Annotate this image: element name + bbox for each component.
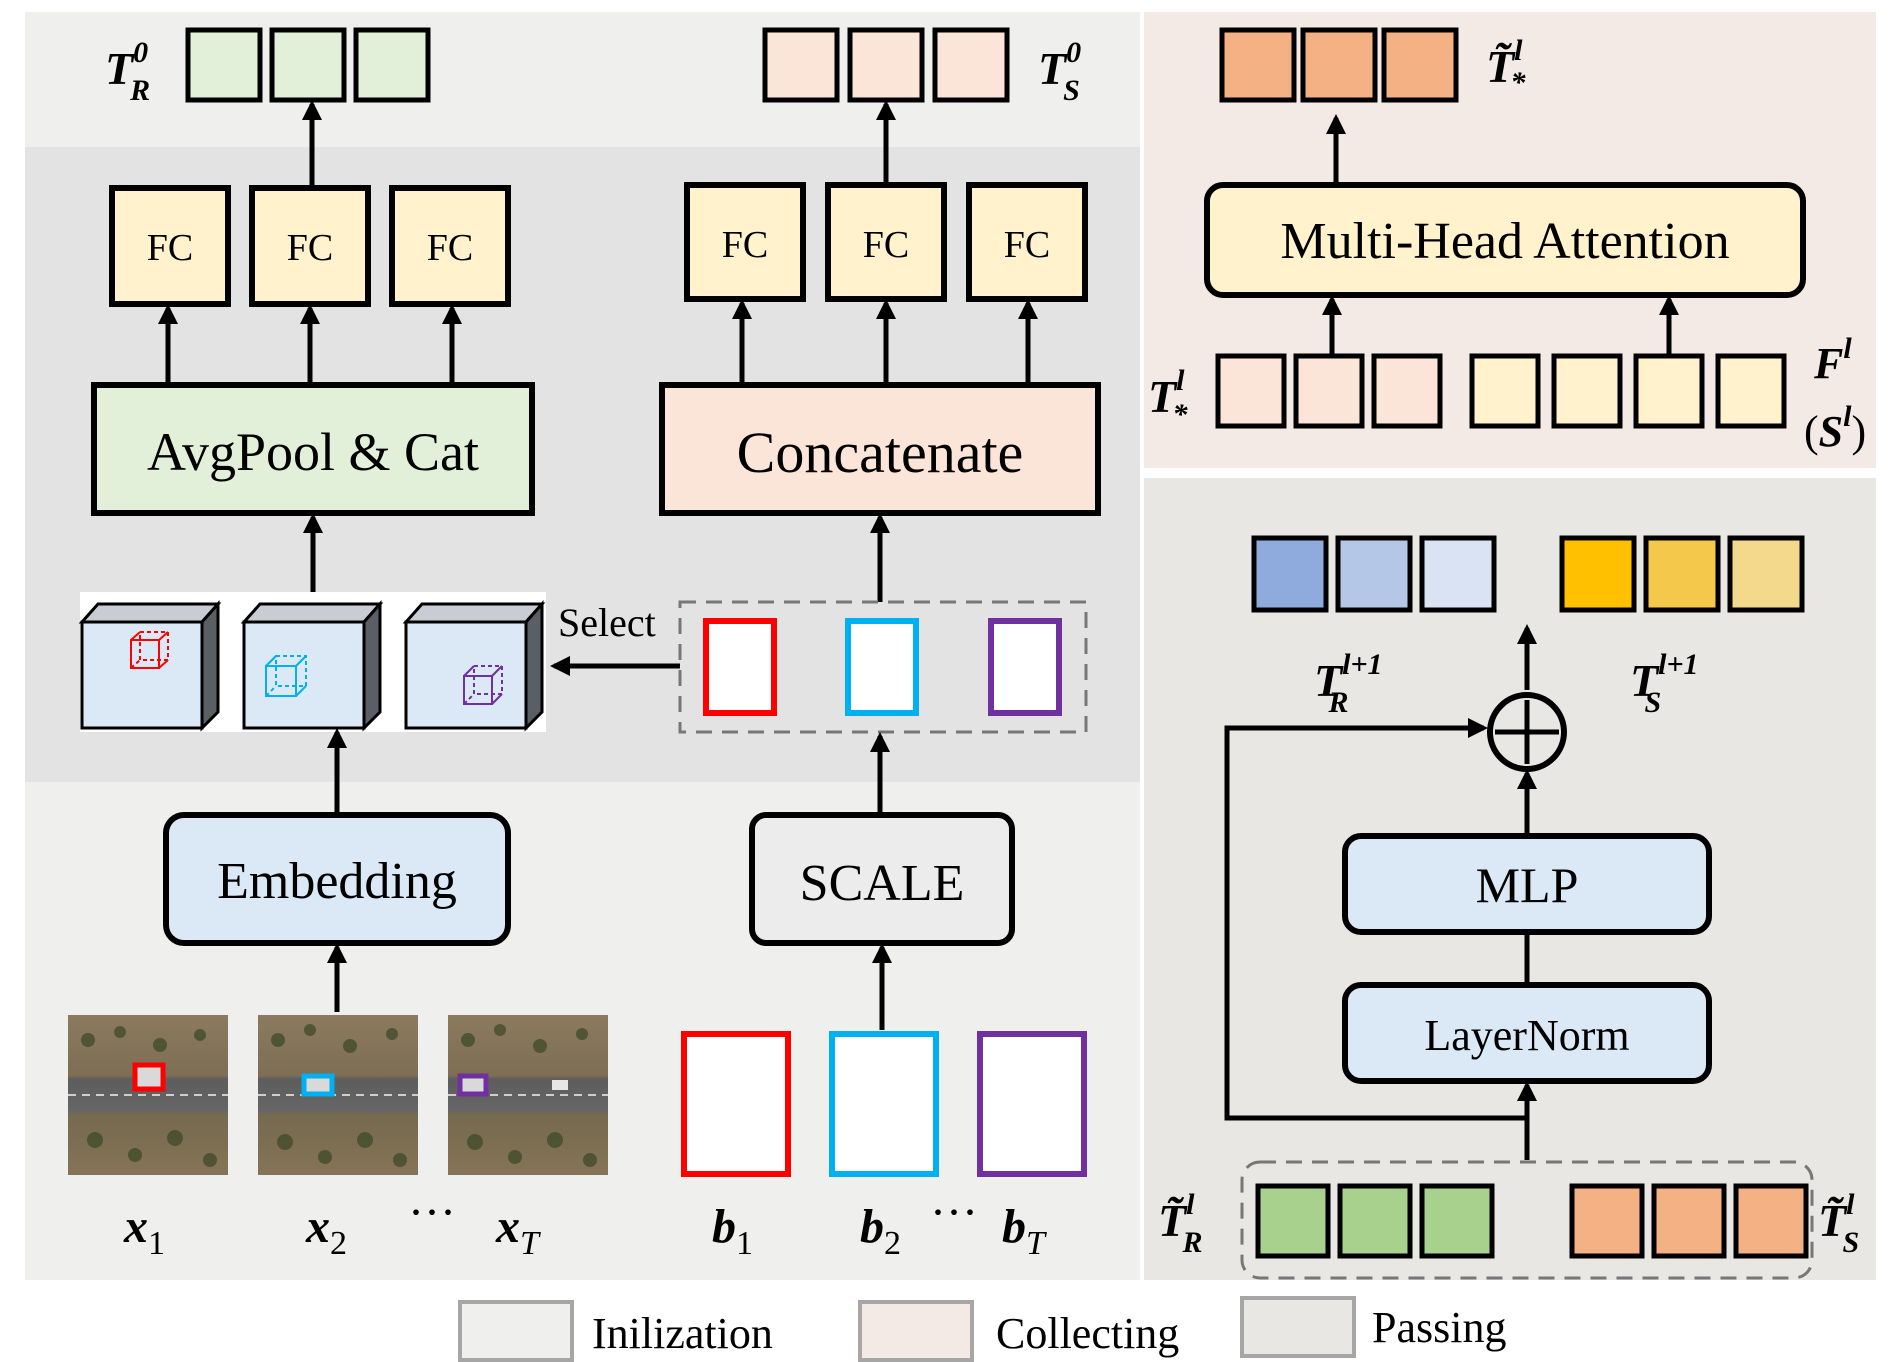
layernorm-box: LayerNorm <box>1342 982 1712 1084</box>
frame-image <box>448 1015 608 1175</box>
mlp-box: MLP <box>1342 833 1712 935</box>
fc-box: FC <box>684 182 806 302</box>
fc-box: FC <box>249 185 371 307</box>
svg-text:FC: FC <box>287 227 333 269</box>
selected-box-purple <box>988 618 1062 716</box>
svg-text:FC: FC <box>863 224 909 266</box>
feature-cube <box>78 600 222 732</box>
fc-box: FC <box>109 185 231 307</box>
ellipsis-b: ··· <box>930 1186 978 1239</box>
frame-image <box>68 1015 228 1175</box>
label-x1: x1 <box>123 1200 165 1262</box>
t-tilde-r-tokens <box>1255 1183 1495 1259</box>
t-tilde-star-tokens <box>1219 27 1459 103</box>
avgpool-cat-box: AvgPool & Cat <box>91 382 535 516</box>
residual-add-node <box>1487 692 1567 772</box>
svg-text:Embedding: Embedding <box>217 853 457 910</box>
select-label: Select <box>558 600 656 645</box>
tr0-tokens <box>185 27 431 103</box>
label-t-star: Tl* <box>1148 364 1188 431</box>
svg-text:SCALE: SCALE <box>800 855 965 912</box>
fc-group-left: FC FC FC <box>109 185 511 307</box>
svg-text:FC: FC <box>427 227 473 269</box>
fc-box: FC <box>966 182 1088 302</box>
fc-group-right: FC FC FC <box>684 182 1088 302</box>
feature-cube <box>240 600 384 732</box>
arrows-concat-to-fc <box>732 299 1038 382</box>
tr-next-tokens <box>1251 535 1497 613</box>
legend-swatch-initialization <box>458 1300 574 1362</box>
fc-box: FC <box>825 182 947 302</box>
label-b1: b1 <box>712 1200 753 1262</box>
residual-connection <box>1224 718 1527 1121</box>
feature-cube <box>402 600 546 732</box>
bbox-cyan <box>829 1031 939 1177</box>
ts0-tokens <box>762 27 1010 103</box>
legend-label-passing: Passing <box>1372 1303 1506 1352</box>
legend-label-collecting: Collecting <box>996 1309 1179 1358</box>
label-b2: b2 <box>860 1200 901 1262</box>
legend: Inilization Collecting Passing <box>458 1296 1506 1362</box>
legend-swatch-collecting <box>858 1300 974 1362</box>
ellipsis-x: ··· <box>408 1186 456 1239</box>
t-tilde-s-tokens <box>1569 1183 1809 1259</box>
feature-tokens <box>1469 353 1787 429</box>
label-xT: xT <box>495 1200 541 1262</box>
svg-text:Multi-Head Attention: Multi-Head Attention <box>1280 213 1729 270</box>
label-sl: (Sl) <box>1804 400 1866 456</box>
legend-label-initialization: Inilization <box>592 1309 773 1358</box>
svg-text:MLP: MLP <box>1476 857 1579 913</box>
concatenate-box: Concatenate <box>659 382 1101 516</box>
input-tokens-group <box>1240 1160 1814 1280</box>
svg-text:AvgPool & Cat: AvgPool & Cat <box>147 422 479 482</box>
label-fl: Fl <box>1813 332 1852 388</box>
legend-swatch-passing <box>1240 1296 1356 1358</box>
label-bT: bT <box>1002 1200 1047 1262</box>
fc-box: FC <box>389 185 511 307</box>
t-star-tokens <box>1215 353 1443 429</box>
embedding-box: Embedding <box>163 812 511 946</box>
frame-image <box>258 1015 418 1175</box>
scale-box: SCALE <box>749 812 1015 946</box>
bbox-red <box>681 1031 791 1177</box>
ts-next-tokens <box>1559 535 1805 613</box>
multi-head-attention-box: Multi-Head Attention <box>1204 182 1806 298</box>
svg-text:FC: FC <box>722 224 768 266</box>
svg-text:FC: FC <box>147 227 193 269</box>
selected-box-cyan <box>845 618 919 716</box>
selected-box-red <box>703 618 777 716</box>
svg-text:LayerNorm: LayerNorm <box>1424 1011 1629 1060</box>
bbox-purple <box>977 1031 1087 1177</box>
svg-text:Concatenate: Concatenate <box>737 420 1024 485</box>
label-t-tilde-star: T̃l* <box>1486 34 1526 99</box>
arrows-avgpool-to-fc <box>158 304 462 382</box>
svg-text:FC: FC <box>1004 224 1050 266</box>
label-x2: x2 <box>305 1200 347 1262</box>
